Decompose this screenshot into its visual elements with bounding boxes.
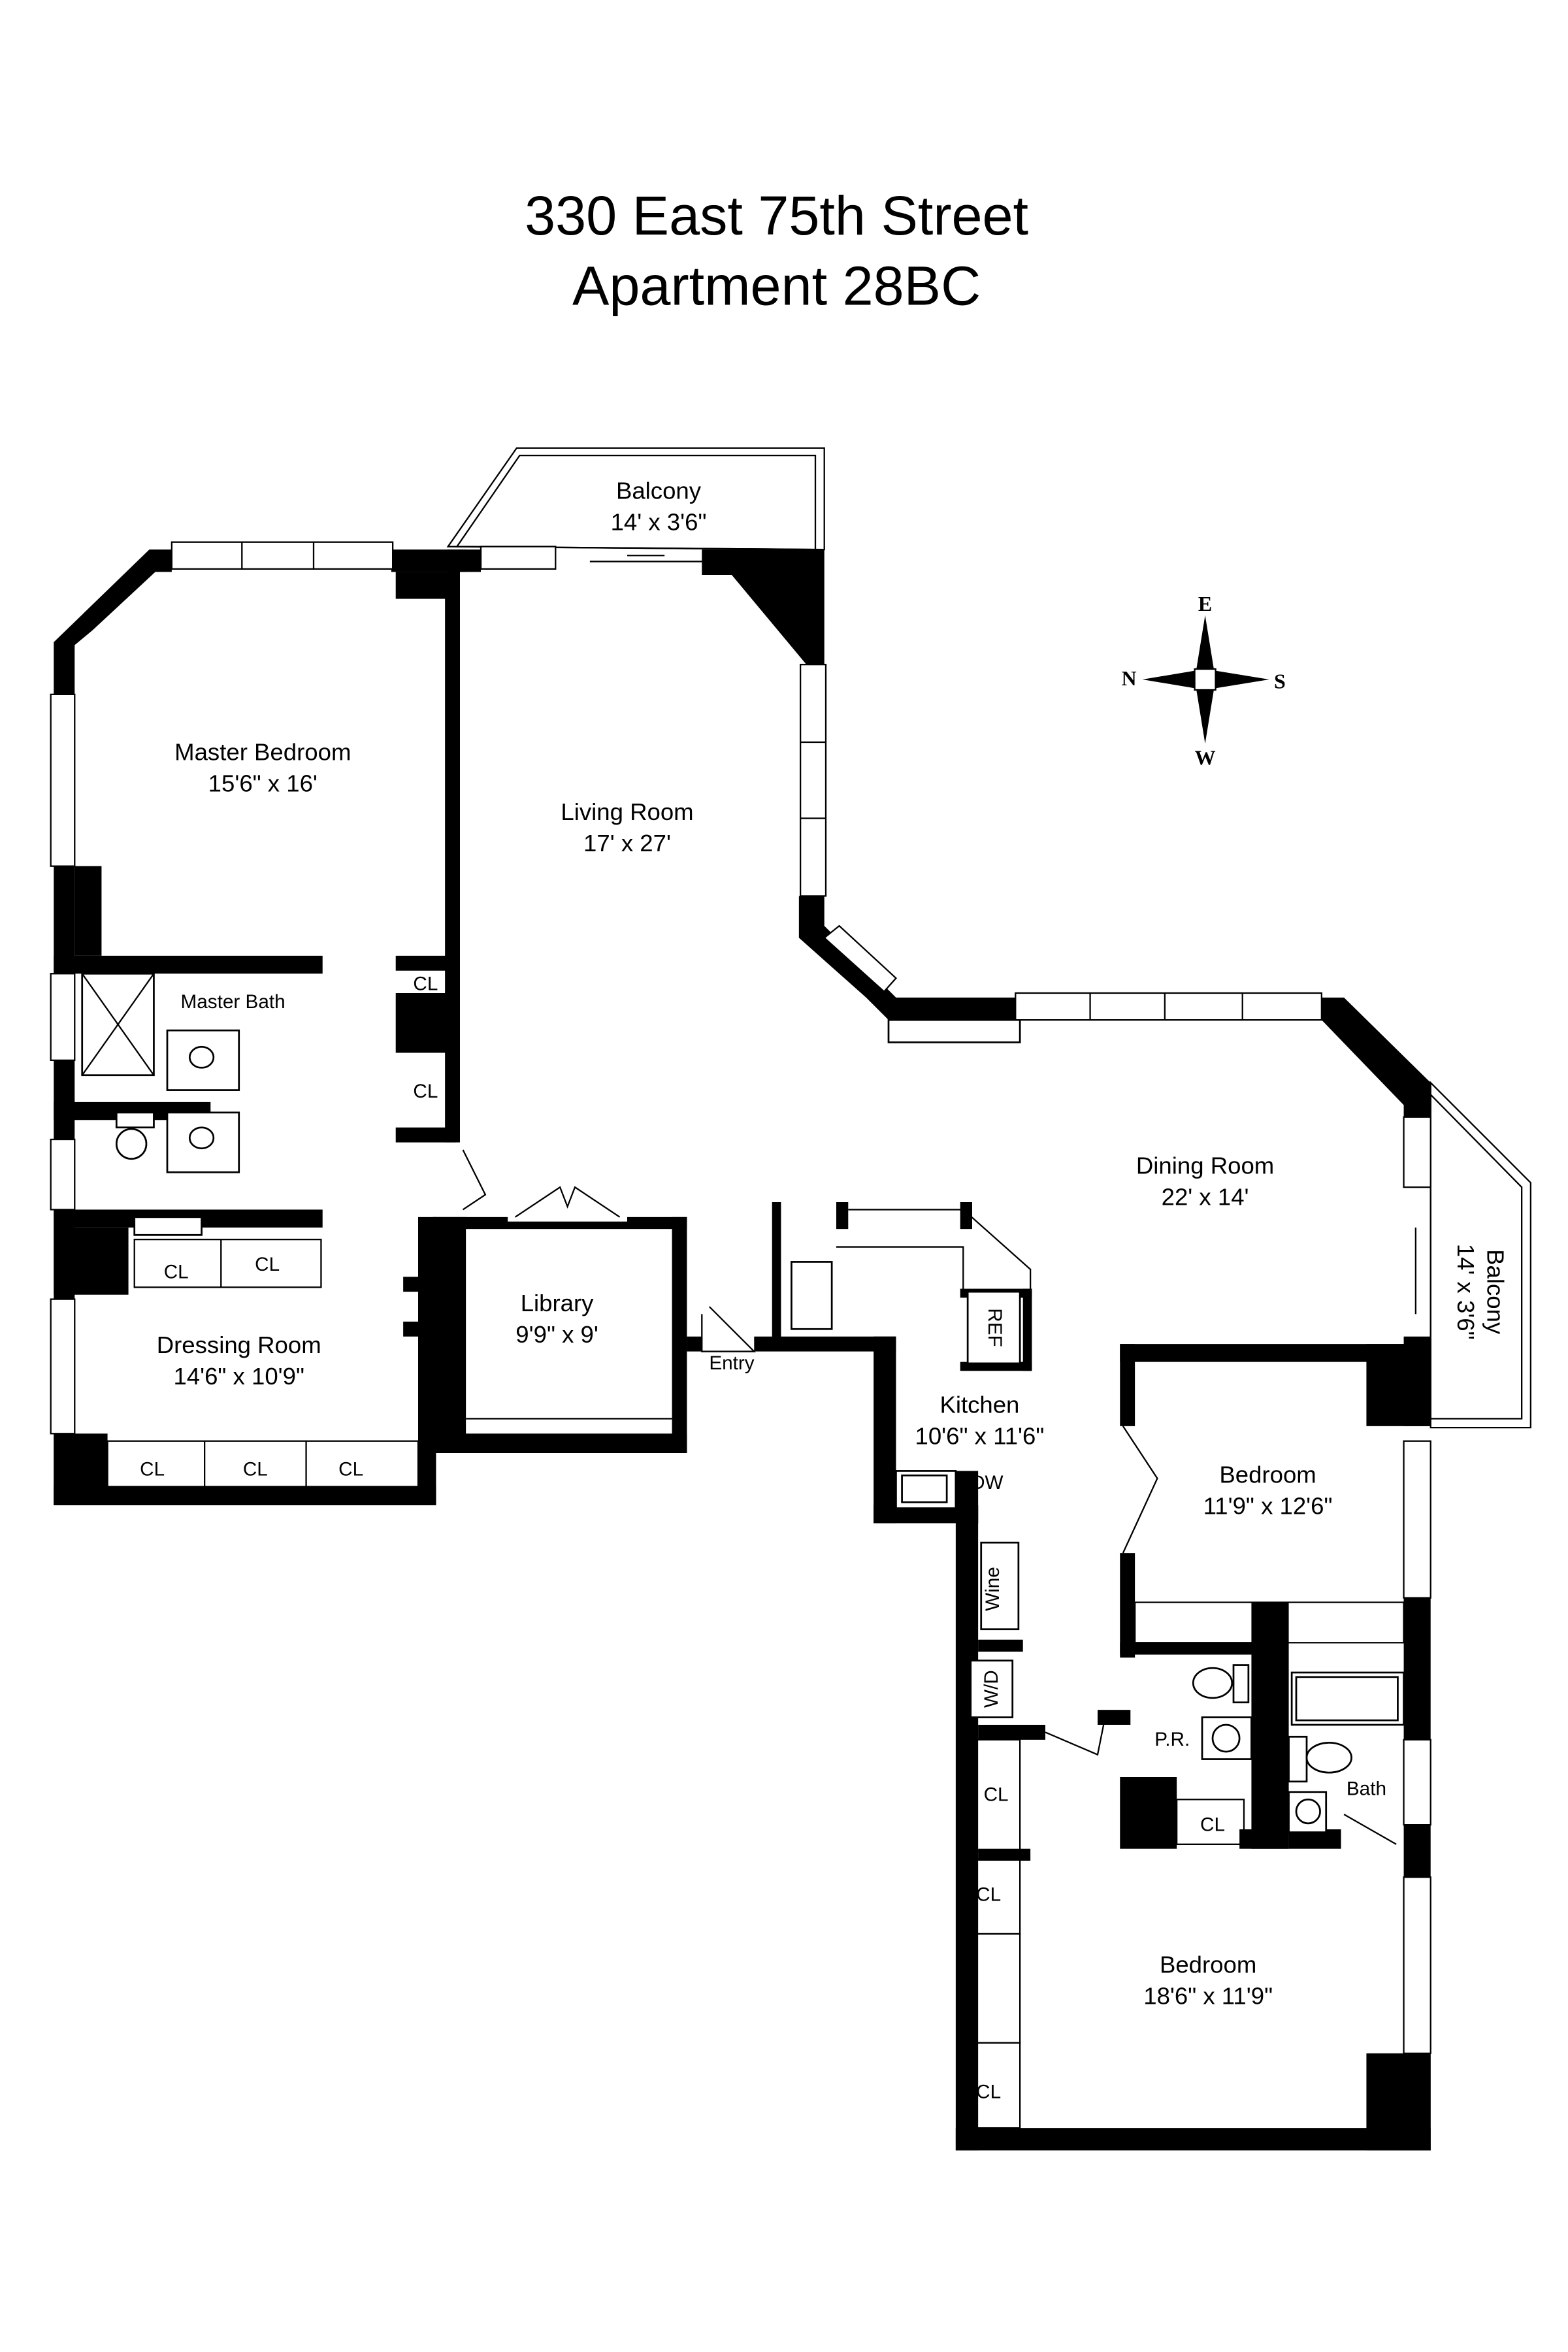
bedroom-1-name: Bedroom [1219, 1462, 1316, 1488]
balcony-side-size: 14' x 3'6" [1452, 1244, 1479, 1340]
room-labels: Balcony 14' x 3'6" Master Bedroom 15'6" … [157, 477, 1509, 2009]
wine-label: Wine [982, 1567, 1004, 1611]
balcony-top [446, 447, 825, 551]
refrigerator-label: REF [984, 1308, 1005, 1347]
living-room-name: Living Room [561, 798, 693, 825]
compass-west: W [1195, 745, 1216, 769]
balcony-side-name: Balcony [1482, 1249, 1509, 1335]
windows [50, 541, 1431, 2054]
closet-label: CL [976, 2081, 1001, 2102]
address-title: 330 East 75th Street [525, 184, 1028, 246]
washer-dryer-label: W/D [981, 1670, 1002, 1708]
bath-door [1343, 1814, 1397, 1845]
master-door [462, 1149, 487, 1211]
closet-label: CL [255, 1254, 280, 1275]
kitchen-name: Kitchen [939, 1391, 1019, 1418]
closet-label: CL [338, 1458, 363, 1480]
master-bath-name: Master Bath [181, 991, 286, 1013]
wine-cooler-icon [980, 1541, 1020, 1631]
library-name: Library [521, 1290, 594, 1316]
balcony-top-name: Balcony [616, 477, 702, 504]
dishwasher-label: DW [971, 1472, 1004, 1494]
sink-icon [188, 1045, 215, 1069]
dining-room-name: Dining Room [1136, 1152, 1274, 1179]
doors [462, 1149, 1397, 1845]
bath-label: Bath [1347, 1778, 1386, 1799]
dining-room-size: 22' x 14' [1162, 1184, 1249, 1211]
toilet-icon [1192, 1667, 1233, 1699]
dressing-room-size: 14'6" x 10'9" [173, 1363, 304, 1390]
closet-label: CL [1200, 1814, 1225, 1835]
stove-icon [791, 1261, 833, 1330]
closet-label: CL [984, 1784, 1009, 1806]
library-size: 9'9" x 9' [515, 1321, 598, 1348]
apartment-title: Apartment 28BC [572, 254, 981, 316]
compass-south: S [1274, 670, 1286, 693]
compass-north: N [1121, 666, 1136, 690]
balcony-side [1429, 1081, 1531, 1429]
closet-label: CL [140, 1458, 165, 1480]
fixtures [81, 972, 1405, 2129]
living-room-size: 17' x 27' [583, 830, 671, 857]
bedroom-2-name: Bedroom [1160, 1951, 1256, 1978]
kitchen-sink-icon [901, 1474, 948, 1503]
compass-icon: E W N S [1121, 592, 1285, 769]
balcony-top-size: 14' x 3'6" [611, 508, 707, 535]
toilet-icon [115, 1128, 148, 1160]
toilet-icon [1305, 1742, 1352, 1774]
entry-door [701, 1306, 757, 1352]
dressing-room-name: Dressing Room [157, 1331, 321, 1358]
closet-label: CL [413, 973, 438, 994]
closet-labels: CL CL CL CL CL CL CL CL CL CL CL DW REF … [140, 973, 1225, 2102]
compass-east: E [1198, 592, 1212, 615]
closet-label: CL [413, 1081, 438, 1102]
kitchen-size: 10'6" x 11'6" [915, 1422, 1045, 1449]
bedroom-2-size: 18'6" x 11'9" [1143, 1982, 1273, 2009]
sink-icon [188, 1126, 215, 1150]
closet-label: CL [243, 1458, 268, 1480]
powder-room-label: P.R. [1154, 1729, 1190, 1750]
washer-dryer-icon [970, 1659, 1014, 1718]
library-door [514, 1186, 621, 1218]
master-bedroom-size: 15'6" x 16' [208, 770, 318, 796]
closet-label: CL [164, 1262, 189, 1283]
refrigerator-icon [966, 1290, 1021, 1365]
closet-label: CL [976, 1884, 1001, 1906]
sink-icon [1295, 1798, 1321, 1825]
hall-door [1045, 1717, 1106, 1756]
bedroom-door [1122, 1426, 1158, 1554]
entry-label: Entry [709, 1352, 754, 1374]
master-bedroom-name: Master Bedroom [174, 738, 351, 765]
walls [54, 549, 1431, 2151]
sink-icon [1211, 1723, 1241, 1753]
bedroom-1-size: 11'9" x 12'6" [1203, 1493, 1333, 1520]
